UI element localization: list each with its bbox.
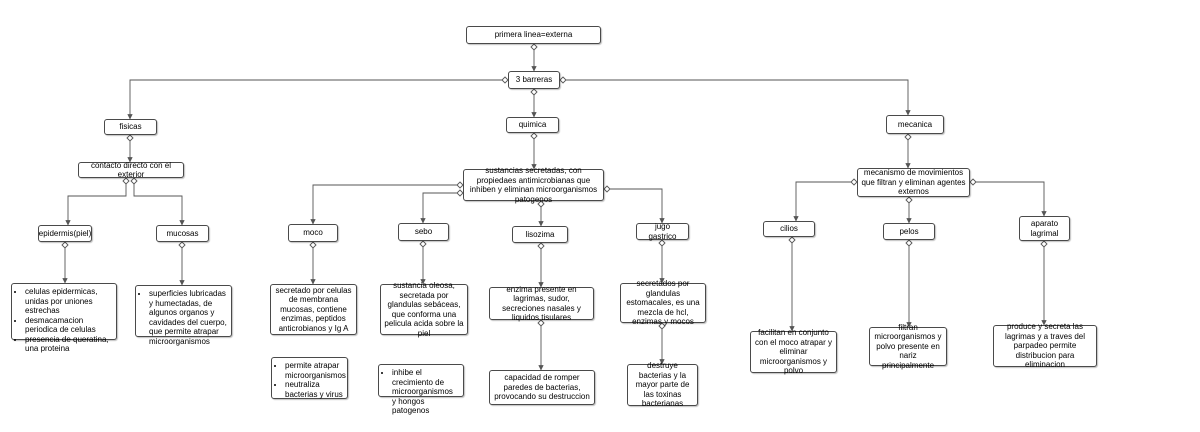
node-epidermis[interactable]: epidermis(piel) xyxy=(38,225,92,242)
node-quimica[interactable]: quimica xyxy=(506,117,559,133)
node-jugo-description[interactable]: secretados por glandulas estomacales, es… xyxy=(620,279,706,326)
node-mucosas[interactable]: mucosas xyxy=(156,225,209,242)
node-sebo-description[interactable]: sustancia oleosa, secretada por glandula… xyxy=(380,281,468,338)
connector-arrow xyxy=(127,79,508,120)
node-sebo[interactable]: sebo xyxy=(398,223,449,241)
connector-diamond xyxy=(658,322,666,330)
node-mucosas-description[interactable]: superficies lubricadas y humectadas, de … xyxy=(135,285,232,346)
list-item: presencia de queratina, una proteina xyxy=(25,335,112,354)
connector-diamond xyxy=(456,189,464,197)
node-primera-linea[interactable]: primera linea=externa xyxy=(466,26,601,44)
list-item: superficies lubricadas y humectadas, de … xyxy=(149,289,227,346)
connector-arrow xyxy=(970,181,1047,217)
connector-diamond xyxy=(1040,240,1048,248)
connector-diamond xyxy=(969,178,977,186)
node-pelos-description[interactable]: filtran microorganismos y polvo presente… xyxy=(869,323,947,370)
node-aparato-description[interactable]: produce y secreta las lagrimas y a trave… xyxy=(993,322,1097,369)
node-lisozima-result[interactable]: capacidad de romper paredes de bacterias… xyxy=(489,370,595,405)
connector-diamond xyxy=(309,241,317,249)
list-item: desmacamacion periodica de celulas xyxy=(25,316,112,335)
node-fisicas[interactable]: fisicas xyxy=(104,119,157,135)
node-3-barreras[interactable]: 3 barreras xyxy=(508,71,560,89)
node-cilios[interactable]: cilios xyxy=(763,221,815,237)
connector-diamond xyxy=(559,76,567,84)
connector-diamond xyxy=(850,178,858,186)
connector-diamond xyxy=(537,242,545,250)
node-lisozima[interactable]: lisozima xyxy=(512,226,568,243)
connector-diamond xyxy=(501,76,509,84)
connector-diamond xyxy=(530,132,538,140)
node-mecanismo-movimientos[interactable]: mecanismo de movimientos que filtran y e… xyxy=(857,168,970,197)
node-sebo-functions[interactable]: inhibe el crecimiento de microorganismos… xyxy=(378,364,464,415)
connector-arrow xyxy=(560,79,911,116)
connector-diamond xyxy=(537,319,545,327)
connector-diamond xyxy=(61,241,69,249)
connector-arrow xyxy=(65,178,127,226)
connector-arrow xyxy=(310,184,463,225)
connector-arrow xyxy=(133,178,185,226)
node-pelos[interactable]: pelos xyxy=(883,223,935,240)
list-item: neutraliza bacterias y virus xyxy=(285,380,343,399)
connector-arrow xyxy=(604,188,665,224)
connector-diamond xyxy=(658,239,666,247)
node-jugo-gastrico[interactable]: jugo gastrico xyxy=(636,222,689,241)
list-item: permite atrapar microorganismos xyxy=(285,361,346,380)
connector-diamond xyxy=(122,177,130,185)
node-mecanica[interactable]: mecanica xyxy=(886,115,944,134)
node-jugo-result[interactable]: destruye bacterias y la mayor parte de l… xyxy=(627,361,698,408)
connector-arrow xyxy=(793,181,857,222)
connector-diamond xyxy=(603,185,611,193)
node-moco-functions[interactable]: permite atrapar microorganismos neutrali… xyxy=(271,357,348,399)
node-moco[interactable]: moco xyxy=(288,224,338,242)
connector-arrow xyxy=(420,192,463,224)
connector-diamond xyxy=(178,241,186,249)
node-lisozima-description[interactable]: enzima presente en lagrimas, sudor, secr… xyxy=(489,285,594,322)
list-item: celulas epidermicas, unidas por uniones … xyxy=(25,287,112,316)
node-sustancias-secretadas[interactable]: sustancias secretadas, con propiedaes an… xyxy=(463,166,604,204)
list-item: inhibe el crecimiento de microorganismos… xyxy=(392,368,459,416)
connector-diamond xyxy=(530,43,538,51)
connector-diamond xyxy=(530,88,538,96)
connector-diamond xyxy=(419,240,427,248)
connector-diamond xyxy=(456,181,464,189)
node-moco-description[interactable]: secretado por celulas de membrana mucosa… xyxy=(270,284,357,335)
connector-diamond xyxy=(905,239,913,247)
connector-diamond xyxy=(904,133,912,141)
connector-diamond xyxy=(126,134,134,142)
node-cilios-description[interactable]: facilitan en conjunto con el moco atrapa… xyxy=(750,328,837,375)
connector-diamond xyxy=(537,200,545,208)
node-epidermis-description[interactable]: celulas epidermicas, unidas por uniones … xyxy=(11,283,117,353)
node-contacto-directo[interactable]: contacto directo con el exterior xyxy=(78,161,184,179)
connector-diamond xyxy=(130,177,138,185)
connector-diamond xyxy=(788,236,796,244)
node-aparato-lagrimal[interactable]: aparato lagrimal xyxy=(1019,216,1070,241)
connector-diamond xyxy=(905,196,913,204)
